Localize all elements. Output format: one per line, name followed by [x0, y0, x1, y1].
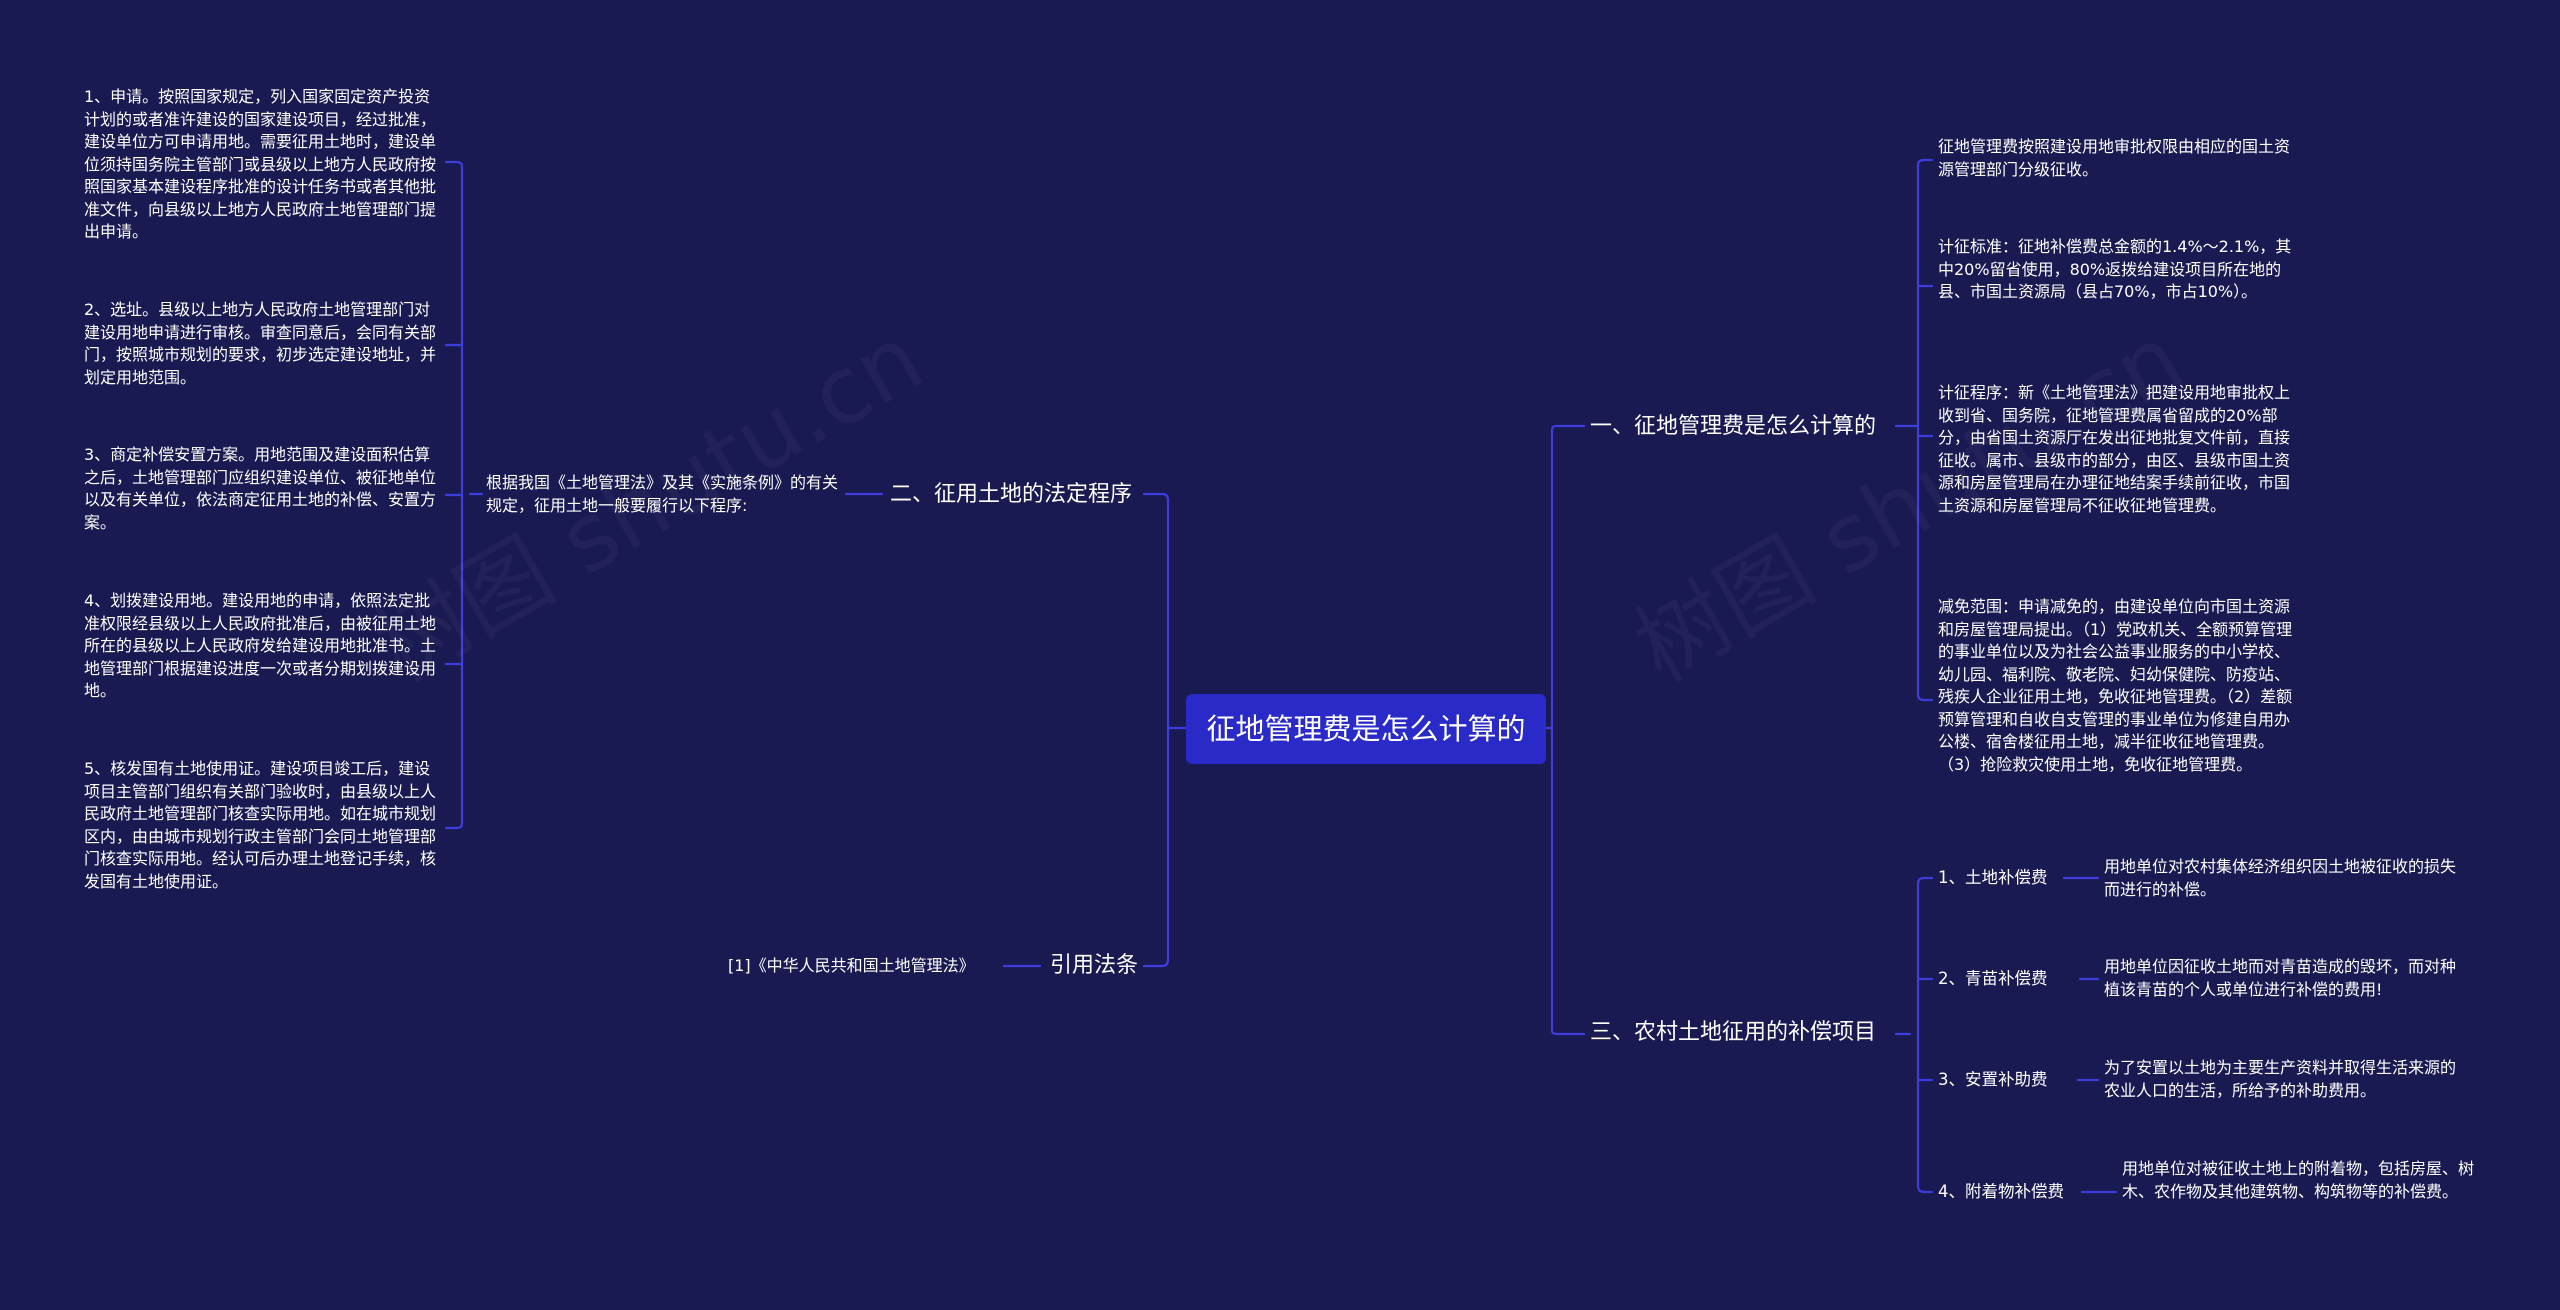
branch-legal-procedure[interactable]: 二、征用土地的法定程序 — [890, 482, 1133, 507]
procedure-step-2[interactable]: 2、选址。县级以上地方人民政府土地管理部门对建设用地申请进行审核。审查同意后，会… — [84, 300, 437, 387]
branch-fee-calculation[interactable]: 一、征地管理费是怎么计算的 — [1590, 414, 1877, 439]
comp-desc-land[interactable]: 用地单位对农村集体经济组织因土地被征收的损失而进行的补偿。 — [2104, 857, 2457, 899]
comp-label-crops[interactable]: 2、青苗补偿费 — [1938, 969, 2048, 988]
root-topic[interactable]: 征地管理费是怎么计算的 — [1186, 694, 1546, 764]
connector-comp-items — [1894, 876, 1934, 1194]
procedure-intro[interactable]: 根据我国《土地管理法》及其《实施条例》的有关规定，征用土地一般要履行以下程序: — [486, 473, 839, 515]
comp-desc-resettlement[interactable]: 为了安置以土地为主要生产资料并取得生活来源的农业人口的生活，所给予的补助费用。 — [2104, 1058, 2457, 1100]
connector-comp-desc — [2062, 876, 2118, 1194]
branch-citation[interactable]: 引用法条 — [1050, 953, 1139, 978]
procedure-step-4[interactable]: 4、划拨建设用地。建设用地的申请，依照法定批准权限经县级以上人民政府批准后，由被… — [84, 591, 437, 700]
comp-desc-crops[interactable]: 用地单位因征收土地而对青苗造成的毁坏，而对种植该青苗的个人或单位进行补偿的费用! — [2104, 957, 2457, 999]
procedure-step-5[interactable]: 5、核发国有土地使用证。建设项目竣工后，建设项目主管部门组织有关部门验收时，由县… — [84, 759, 437, 891]
connector-procedure-steps — [444, 160, 484, 830]
procedure-step-3[interactable]: 3、商定补偿安置方案。用地范围及建设面积估算之后，土地管理部门应组织建设单位、被… — [84, 445, 437, 532]
calc-item-1[interactable]: 征地管理费按照建设用地审批权限由相应的国土资源管理部门分级征收。 — [1938, 137, 2291, 179]
calc-item-3[interactable]: 计征程序：新《土地管理法》把建设用地审批权上收到省、国务院，征地管理费属省留成的… — [1938, 383, 2291, 515]
comp-label-land[interactable]: 1、土地补偿费 — [1938, 868, 2048, 887]
citation-item[interactable]: [1]《中华人民共和国土地管理法》 — [728, 956, 975, 975]
branch-compensation[interactable]: 三、农村土地征用的补偿项目 — [1590, 1020, 1877, 1045]
comp-desc-attachments[interactable]: 用地单位对被征收土地上的附着物，包括房屋、树木、农作物及其他建筑物、构筑物等的补… — [2122, 1159, 2475, 1201]
calc-item-2[interactable]: 计征标准：征地补偿费总金额的1.4%～2.1%，其中20%留省使用，80%返拨给… — [1938, 237, 2292, 301]
calc-item-4[interactable]: 减免范围：申请减免的，由建设单位向市国土资源和房屋管理局提出。（1）党政机关、全… — [1938, 597, 2293, 774]
comp-label-resettlement[interactable]: 3、安置补助费 — [1938, 1070, 2048, 1089]
comp-label-attachments[interactable]: 4、附着物补偿费 — [1938, 1182, 2064, 1201]
connector-root-left — [1142, 492, 1188, 968]
procedure-step-1[interactable]: 1、申请。按照国家规定，列入国家固定资产投资计划的或者准许建设的国家建设项目，经… — [84, 87, 437, 241]
connector-root-right — [1544, 424, 1586, 1036]
connector-calc-items — [1894, 158, 1934, 702]
